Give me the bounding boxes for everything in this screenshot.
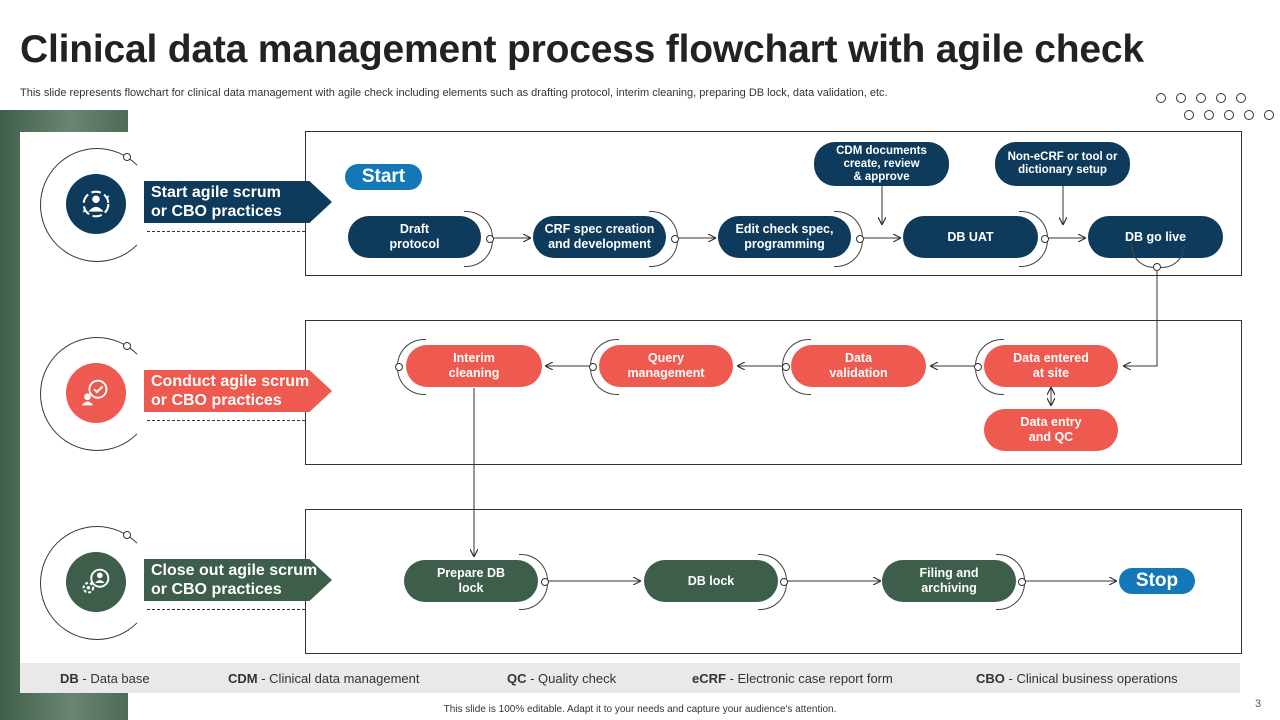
node [541, 578, 549, 586]
phase-ring [40, 148, 154, 262]
node [486, 235, 494, 243]
step-label: DB lock [687, 573, 735, 588]
page-title: Clinical data management process flowcha… [20, 28, 1144, 71]
step-label: Non-eCRF or tool or dictionary setup [1007, 151, 1118, 176]
node [782, 363, 790, 371]
footer-note: This slide is 100% editable. Adapt it to… [443, 704, 837, 715]
phase-label-close: Close out agile scrum or CBO practices [144, 559, 332, 601]
legend-item: CBO - Clinical business operations [976, 671, 1178, 686]
abbreviation-legend: DB - Data base CDM - Clinical data manag… [20, 663, 1240, 693]
legend-text: - Data base [78, 671, 150, 686]
node [780, 578, 788, 586]
start-label: Start [361, 166, 406, 187]
step-label: Draft protocol [389, 222, 440, 251]
step-label: Interim cleaning [448, 351, 500, 380]
step-label: Filing and archiving [919, 566, 979, 595]
person-checkmark-icon [66, 363, 126, 423]
page-subtitle: This slide represents flowchart for clin… [20, 87, 888, 99]
arrow-golive-to-data-entered [1124, 268, 1158, 366]
decorative-circle [1156, 93, 1166, 103]
node [1018, 578, 1026, 586]
node [671, 235, 679, 243]
node [589, 363, 597, 371]
step-label: CDM documents create, review & approve [836, 144, 927, 183]
decorative-circle [1184, 110, 1194, 120]
legend-abbr: CDM [228, 671, 258, 686]
phase-connector [147, 231, 305, 232]
legend-abbr: QC [507, 671, 527, 686]
node [856, 235, 864, 243]
step-label: Query management [627, 351, 705, 380]
step-data-entered: Data entered at site [984, 345, 1118, 387]
person-gear-icon [66, 552, 126, 612]
legend-abbr: eCRF [692, 671, 726, 686]
ring-dot [123, 153, 131, 161]
step-query-management: Query management [599, 345, 733, 387]
input-non-ecrf: Non-eCRF or tool or dictionary setup [995, 142, 1130, 186]
decorative-circle [1244, 110, 1254, 120]
step-crf-spec: CRF spec creation and development [533, 216, 666, 258]
page-number: 3 [1255, 698, 1262, 710]
step-label: DB UAT [947, 229, 994, 244]
phase-label-text: Start agile scrum or CBO practices [151, 184, 282, 220]
step-label: CRF spec creation and development [544, 222, 655, 251]
decorative-circle [1196, 93, 1206, 103]
decorative-circle [1236, 93, 1246, 103]
decorative-circle [1264, 110, 1274, 120]
step-label: Edit check spec, programming [735, 222, 834, 251]
start-badge: Start [345, 164, 422, 190]
step-label: Prepare DB lock [436, 566, 506, 595]
stop-badge: Stop [1119, 568, 1195, 594]
phase-label-text: Close out agile scrum or CBO practices [151, 562, 318, 598]
step-edit-check: Edit check spec, programming [718, 216, 851, 258]
step-data-entry-qc: Data entry and QC [984, 409, 1118, 451]
legend-item: eCRF - Electronic case report form [692, 671, 893, 686]
step-db-uat: DB UAT [903, 216, 1038, 258]
decorative-circle [1204, 110, 1214, 120]
step-draft-protocol: Draft protocol [348, 216, 481, 258]
phase-label-start: Start agile scrum or CBO practices [144, 181, 332, 223]
step-prepare-db-lock: Prepare DB lock [404, 560, 538, 602]
agile-people-cycle-icon [66, 174, 126, 234]
legend-item: CDM - Clinical data management [228, 671, 419, 686]
step-label: Data entry and QC [1020, 415, 1082, 444]
step-db-lock: DB lock [644, 560, 778, 602]
node [395, 363, 403, 371]
decorative-circle [1176, 93, 1186, 103]
step-interim-cleaning: Interim cleaning [406, 345, 542, 387]
legend-text: - Quality check [526, 671, 617, 686]
input-cdm-documents: CDM documents create, review & approve [814, 142, 949, 186]
step-data-validation: Data validation [791, 345, 926, 387]
legend-abbr: DB [60, 671, 79, 686]
step-label: Data validation [829, 351, 888, 380]
legend-text: - Clinical business operations [1004, 671, 1178, 686]
stop-label: Stop [1135, 570, 1179, 591]
ring-dot [123, 531, 131, 539]
phase-connector [147, 609, 305, 610]
node [1153, 263, 1161, 271]
phase-connector [147, 420, 305, 421]
legend-item: DB - Data base [60, 671, 150, 686]
ring-dot [123, 342, 131, 350]
step-label: Data entered at site [1013, 351, 1089, 380]
legend-item: QC - Quality check [507, 671, 616, 686]
phase-label-text: Conduct agile scrum or CBO practices [151, 373, 310, 409]
legend-text: - Clinical data management [257, 671, 420, 686]
step-db-go-live: DB go live [1088, 216, 1223, 258]
node [1041, 235, 1049, 243]
step-label: DB go live [1124, 229, 1187, 244]
decorative-circle [1216, 93, 1226, 103]
legend-abbr: CBO [976, 671, 1005, 686]
legend-text: - Electronic case report form [725, 671, 893, 686]
decorative-circle [1224, 110, 1234, 120]
node [974, 363, 982, 371]
phase-label-conduct: Conduct agile scrum or CBO practices [144, 370, 332, 412]
step-filing-archiving: Filing and archiving [882, 560, 1016, 602]
